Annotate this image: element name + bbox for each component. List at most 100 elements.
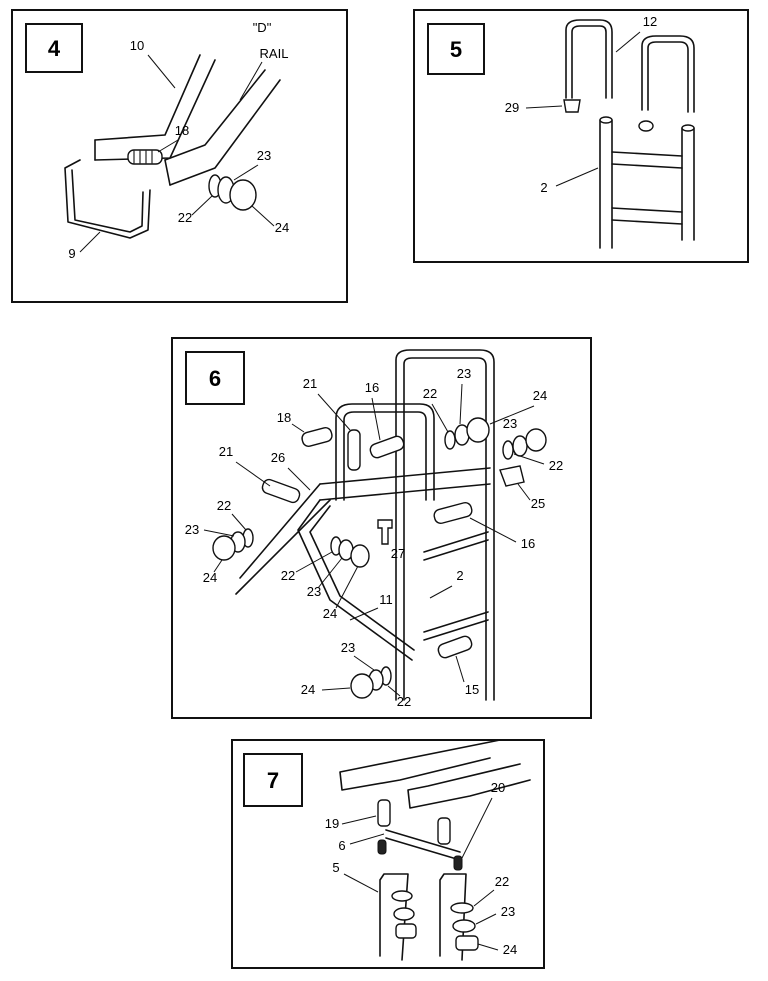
leader-12 (615, 31, 641, 53)
label-6-22d: 22 (281, 568, 295, 583)
leader-6-22d (295, 551, 333, 573)
connector-16-lower (433, 501, 473, 525)
washer-left-22 (391, 890, 413, 902)
d-rail (164, 69, 281, 186)
cap-24 (229, 179, 257, 211)
label-6-24d: 24 (301, 682, 315, 697)
angled-rail-11 (297, 499, 415, 661)
spring-19 (377, 799, 391, 827)
pin-right (453, 855, 463, 871)
plug-right (638, 120, 654, 132)
washer-right-22 (450, 902, 474, 914)
panel-step-7: 7 19 20 6 5 22 23 24 (231, 739, 545, 969)
label-12: 12 (643, 14, 657, 29)
pin-left (377, 839, 387, 855)
leader-6-22b (513, 453, 545, 465)
leader-6-2 (429, 585, 453, 599)
ladder-frame (395, 349, 495, 701)
leader-6-11 (349, 607, 379, 621)
panel-step-6: 6 (171, 337, 592, 719)
fastener-set-left (212, 528, 254, 561)
horizontal-rail (319, 467, 491, 501)
uprights-5 (379, 873, 467, 961)
leader-6-18 (291, 423, 305, 433)
label-6-22a: 22 (423, 386, 437, 401)
label-d: "D" (253, 20, 272, 35)
label-6-16a: 16 (365, 380, 379, 395)
leader-7-24 (477, 943, 499, 951)
step-4-box (25, 23, 83, 73)
label-6-22c: 22 (217, 498, 231, 513)
label-29: 29 (505, 100, 519, 115)
label-6-11: 11 (379, 592, 393, 607)
label-6-23c: 23 (185, 522, 199, 537)
leader-7-23 (475, 913, 497, 925)
label-6-23b: 23 (503, 416, 517, 431)
leader-6-16b (469, 517, 517, 543)
label-6-21a: 21 (303, 376, 317, 391)
fastener-set-bottom (350, 666, 392, 699)
leader-9 (79, 231, 101, 253)
handle-12-right (641, 35, 695, 113)
label-18: 18 (175, 123, 189, 138)
top-rails-7 (339, 739, 531, 809)
cap-right-24 (455, 935, 479, 951)
label-6-21b: 21 (219, 444, 233, 459)
label-10: 10 (130, 38, 144, 53)
fastener-set-top-right (444, 417, 490, 450)
leader-24 (251, 205, 275, 227)
leader-23 (233, 164, 259, 181)
leader-6-21a (317, 393, 351, 431)
label-9: 9 (68, 246, 75, 261)
u-handle-9 (64, 159, 151, 239)
connector-18 (301, 427, 333, 447)
leader-7-19 (341, 815, 377, 825)
label-24: 24 (275, 220, 289, 235)
label-6-23d: 23 (307, 584, 321, 599)
connector-16-upper (369, 435, 405, 459)
ladder-top-right (681, 124, 695, 132)
label-7-6: 6 (338, 838, 345, 853)
leader-6-23d (317, 557, 343, 589)
connector-ridges (133, 150, 153, 164)
label-7-23: 23 (501, 904, 515, 919)
leader-6-25 (517, 483, 531, 501)
leader-6-24a (489, 405, 535, 425)
step-6-number: 6 (209, 366, 221, 391)
leader-6-23a (459, 383, 463, 425)
label-6-23e: 23 (341, 640, 355, 655)
leader-6-16a (371, 397, 381, 441)
step-5-box (427, 23, 485, 75)
label-7-19: 19 (325, 816, 339, 831)
label-6-25: 25 (531, 496, 545, 511)
label-6-2: 2 (456, 568, 463, 583)
leader-rail (239, 61, 263, 101)
step-6-box (185, 351, 245, 405)
washer-right-23 (452, 919, 476, 933)
label-6-27: 27 (391, 546, 405, 561)
ladder-steps-6 (423, 531, 489, 641)
leader-6-24d (321, 687, 351, 691)
leader-10 (147, 54, 176, 89)
leader-22 (191, 195, 213, 216)
step-7-number: 7 (267, 768, 279, 793)
inner-handle (335, 403, 435, 501)
connector-15 (437, 635, 473, 659)
label-7-24: 24 (503, 942, 517, 957)
leader-29 (525, 105, 563, 109)
label-6-24c: 24 (323, 606, 337, 621)
leader-6-23e (353, 655, 375, 671)
leader-6-22e (387, 685, 401, 697)
label-7-5: 5 (332, 860, 339, 875)
step-7-box (243, 753, 303, 807)
leader-6-21b (235, 461, 271, 487)
panel-step-5: 5 12 29 2 (413, 9, 749, 263)
label-23: 23 (257, 148, 271, 163)
label-2: 2 (540, 180, 547, 195)
fastener-set-far-right (502, 428, 547, 460)
label-7-22: 22 (495, 874, 509, 889)
leader-6-24b (213, 559, 223, 573)
leader-7-22 (473, 889, 495, 907)
leader-6-26 (287, 467, 311, 491)
leader-6-22c (231, 513, 247, 531)
